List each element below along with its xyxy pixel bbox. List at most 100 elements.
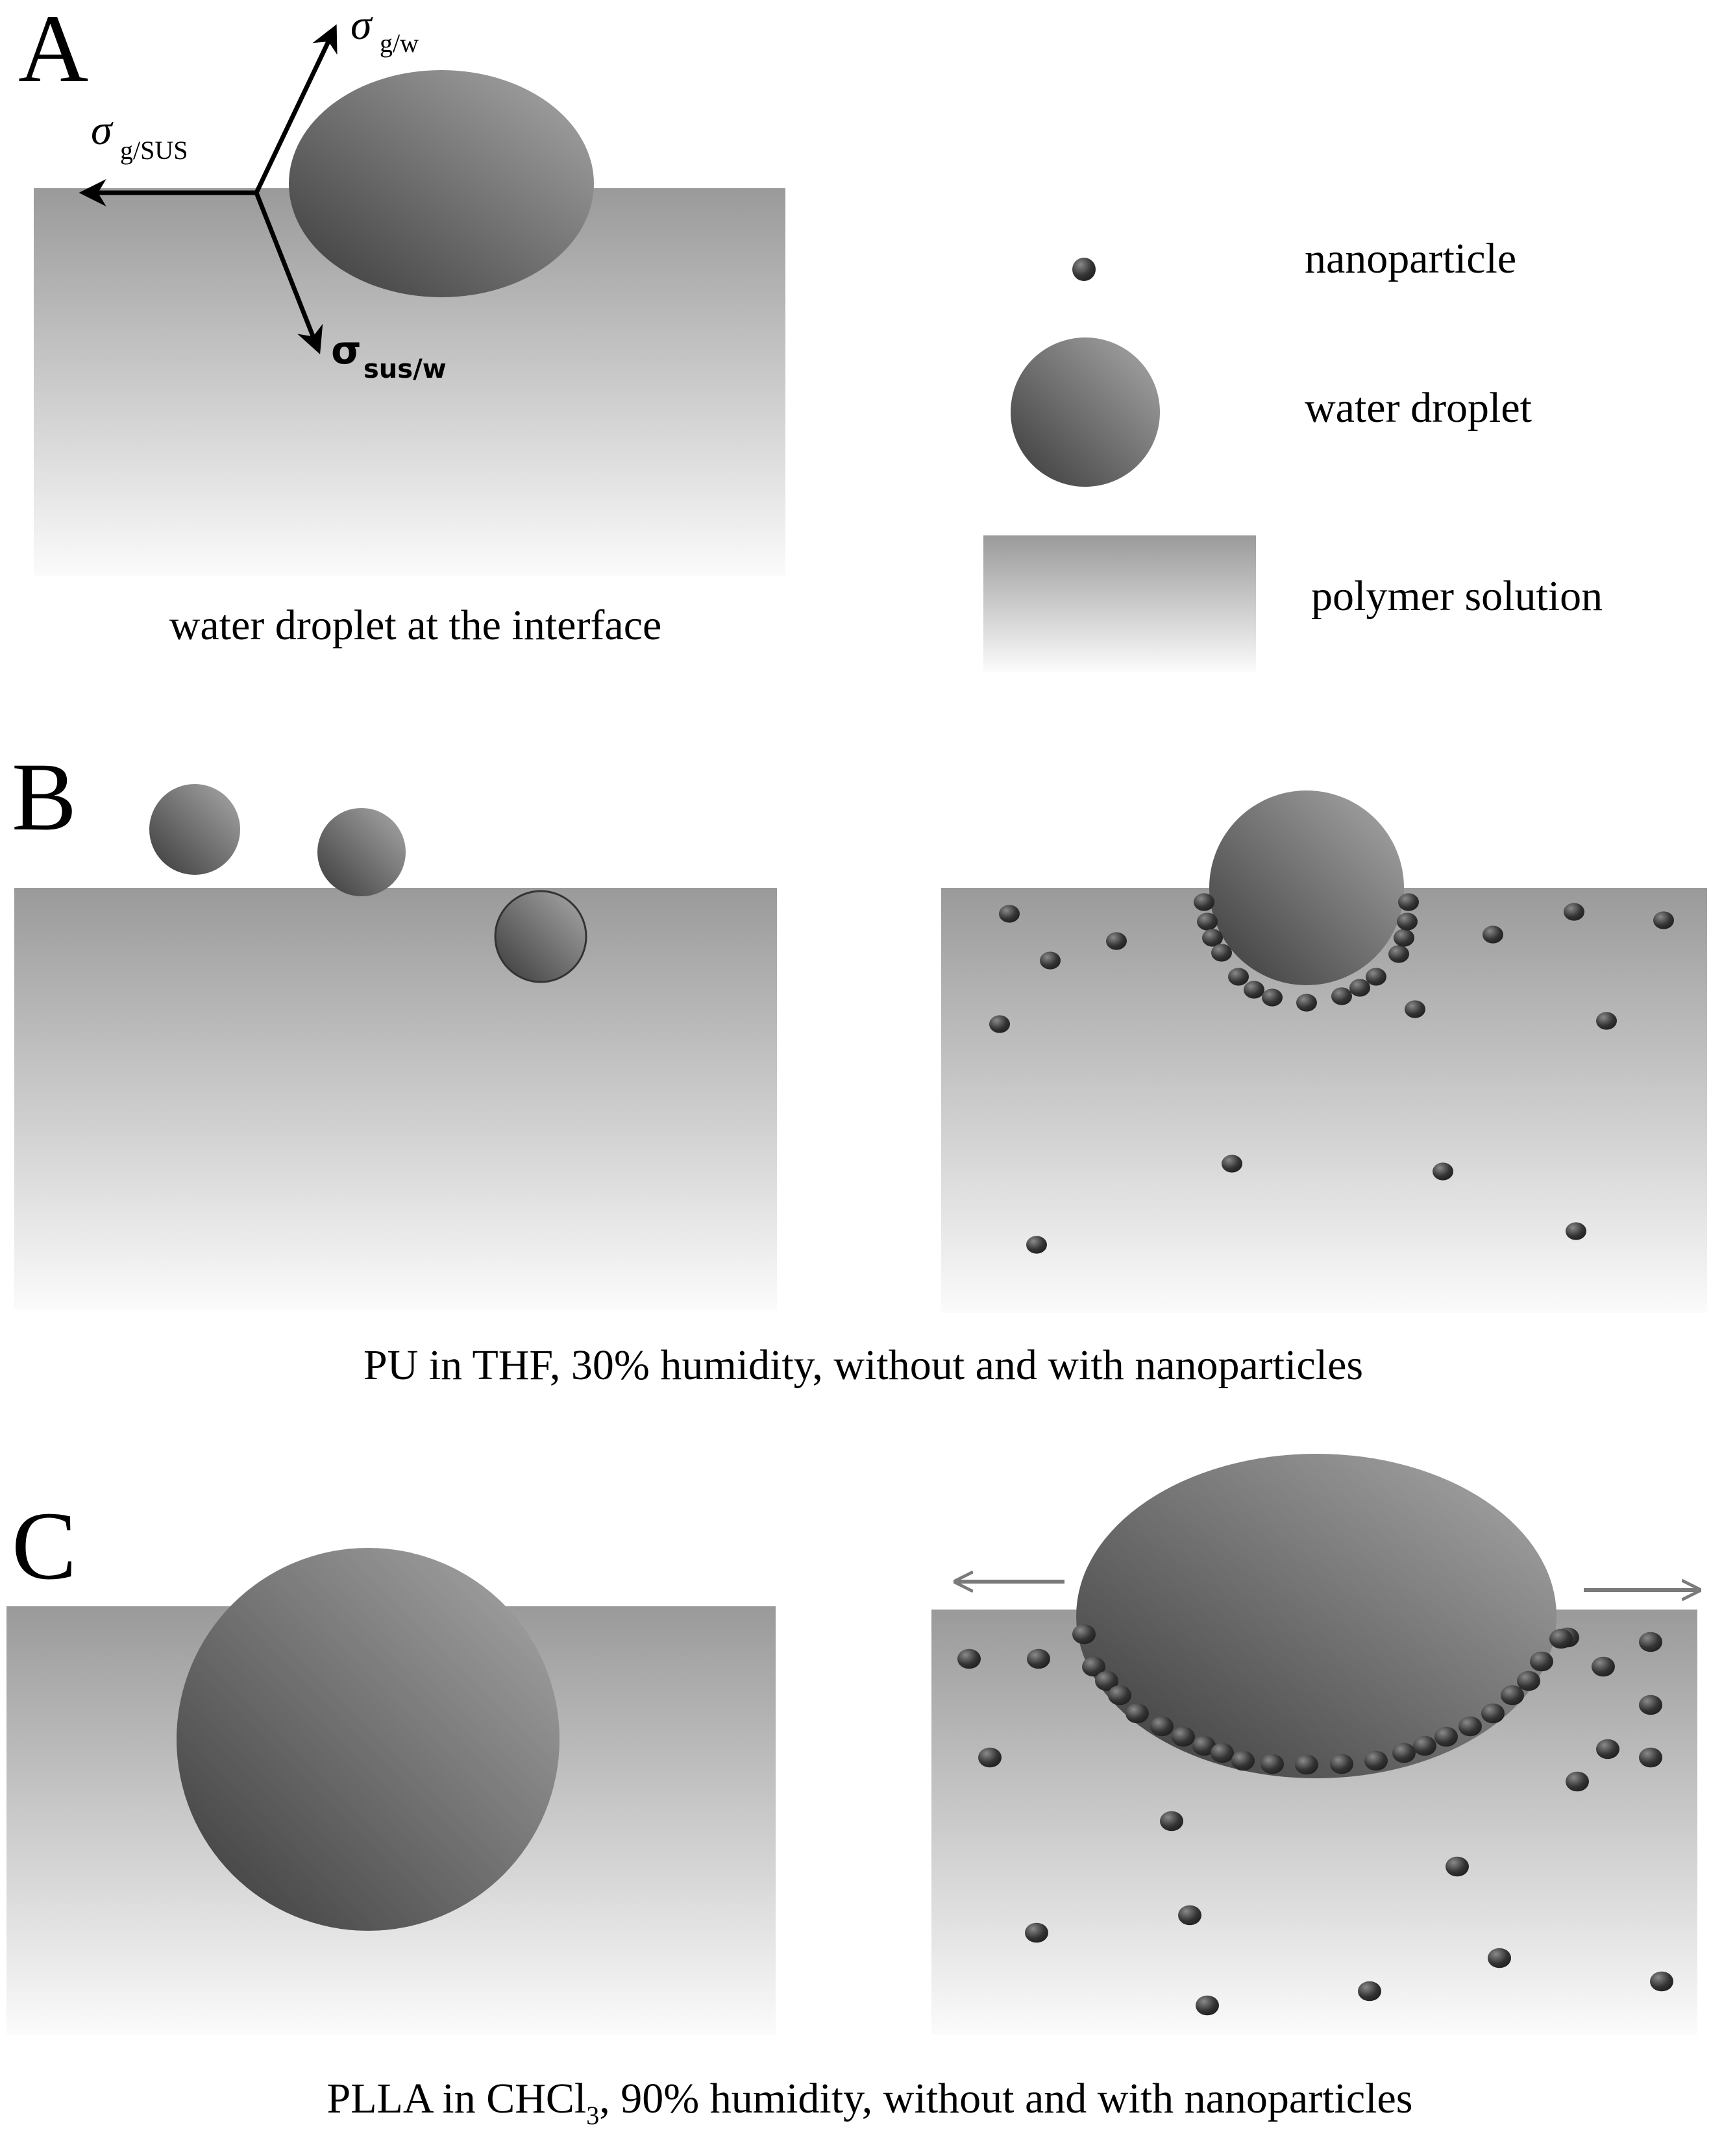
legend-nanoparticle-icon: [1072, 258, 1096, 281]
legend-polymer-solution-icon: [983, 535, 1256, 672]
tension-gw-arrow: [254, 24, 338, 194]
nanoparticle: [1160, 1811, 1183, 1831]
nanoparticle: [1488, 1948, 1511, 1968]
nanoparticle: [1331, 987, 1352, 1005]
tension-susw-arrow: [254, 191, 323, 354]
nanoparticle: [1501, 1685, 1524, 1706]
nanoparticle: [1126, 1703, 1149, 1724]
panel-c-right-water-droplet: [1076, 1454, 1557, 1778]
nanoparticle: [1433, 1162, 1453, 1181]
tension-gsus-subscript: g/SUS: [120, 136, 188, 165]
panel-b-letter: B: [12, 743, 77, 851]
tension-susw-subscript: sus/w: [363, 354, 447, 384]
nanoparticle: [1566, 1771, 1589, 1792]
panel-c-nanoparticles: [957, 1624, 1673, 2016]
nanoparticle: [1650, 1971, 1673, 1992]
nanoparticle: [1228, 968, 1249, 986]
nanoparticle: [1653, 911, 1674, 929]
nanoparticle: [1178, 1905, 1201, 1926]
nanoparticle: [1394, 929, 1414, 947]
panel-a-letter: A: [18, 0, 88, 103]
panel-b-droplet-2: [317, 808, 406, 896]
tension-gw-subscript: g/w: [380, 29, 419, 58]
panel-b-left-polymer-solution: [14, 888, 777, 1310]
tension-gw-symbol: σ: [351, 1, 373, 49]
nanoparticle: [1082, 1656, 1105, 1677]
panel-b-right-water-droplet: [1209, 790, 1404, 985]
nanoparticle: [1405, 1000, 1425, 1018]
nanoparticle: [1564, 903, 1584, 921]
nanoparticle: [1413, 1735, 1436, 1756]
nanoparticle: [1197, 913, 1218, 931]
nanoparticle: [1639, 1747, 1662, 1768]
nanoparticle: [1358, 1981, 1381, 2002]
nanoparticle: [1639, 1632, 1662, 1652]
panel-b: B PU in THF, 30% humidity, without and w…: [12, 743, 1707, 1389]
nanoparticle: [1196, 1995, 1219, 2016]
nanoparticle: [1150, 1716, 1174, 1737]
nanoparticle: [1481, 1703, 1505, 1724]
tension-susw-symbol: σ: [331, 328, 362, 373]
nanoparticle: [1483, 925, 1503, 944]
nanoparticle: [1446, 1856, 1469, 1877]
panel-a-caption: water droplet at the interface: [169, 602, 662, 649]
legend-water-droplet-label: water droplet: [1305, 384, 1532, 432]
panel-c-caption-sub: 3: [586, 2101, 599, 2130]
nanoparticle: [1397, 913, 1418, 931]
nanoparticle: [957, 1648, 981, 1669]
panel-b-droplet-submerged: [494, 890, 587, 983]
legend: nanoparticle water droplet polymer solut…: [983, 235, 1603, 672]
nanoparticle: [1194, 893, 1214, 911]
tension-gsus-symbol: σ: [91, 106, 114, 154]
nanoparticle: [1330, 1754, 1353, 1774]
nanoparticle: [1192, 1735, 1216, 1756]
nanoparticle: [1296, 994, 1317, 1012]
nanoparticle: [1596, 1012, 1617, 1030]
nanoparticle: [1364, 1750, 1388, 1771]
nanoparticle: [1592, 1656, 1615, 1677]
nanoparticle: [1398, 893, 1419, 911]
panel-c-letter: C: [12, 1492, 77, 1600]
panel-c-left-water-droplet: [177, 1548, 560, 1931]
nanoparticle: [1202, 929, 1223, 947]
nanoparticle: [1517, 1671, 1540, 1691]
nanoparticle: [1366, 968, 1386, 986]
nanoparticle: [1108, 1685, 1131, 1706]
panel-c-caption-main: PLLA in CHCl: [327, 2075, 587, 2122]
legend-nanoparticle-label: nanoparticle: [1305, 235, 1516, 282]
nanoparticle: [1095, 1671, 1118, 1691]
nanoparticle: [1261, 1754, 1284, 1774]
nanoparticle: [1388, 945, 1409, 963]
nanoparticle: [1211, 944, 1232, 962]
panel-c-caption-rest: , 90% humidity, without and with nanopar…: [599, 2075, 1412, 2122]
nanoparticle: [1222, 1155, 1242, 1173]
nanoparticle: [1549, 1628, 1573, 1649]
nanoparticle: [1244, 981, 1264, 999]
nanoparticle: [1106, 932, 1127, 950]
panel-b-nanoparticles: [989, 893, 1674, 1254]
nanoparticle: [978, 1747, 1002, 1768]
nanoparticle: [1027, 1648, 1050, 1669]
nanoparticle: [1026, 1236, 1047, 1254]
nanoparticle: [1295, 1754, 1318, 1775]
nanoparticle: [1262, 988, 1283, 1007]
legend-polymer-solution-label: polymer solution: [1311, 572, 1603, 620]
nanoparticle: [1596, 1739, 1619, 1759]
panel-a-water-droplet: [289, 70, 594, 297]
nanoparticle: [1458, 1716, 1482, 1737]
panel-b-caption: PU in THF, 30% humidity, without and wit…: [363, 1341, 1363, 1389]
legend-water-droplet-icon: [1011, 337, 1160, 487]
panel-a: A σ g/w σ g/SUS σ sus/w water droplet at…: [18, 0, 785, 649]
nanoparticle: [989, 1015, 1010, 1033]
panel-c-caption: PLLA in CHCl3, 90% humidity, without and…: [327, 2075, 1413, 2130]
nanoparticle: [1231, 1750, 1255, 1771]
nanoparticle: [1040, 951, 1061, 970]
nanoparticle: [1530, 1651, 1553, 1672]
panel-c: C PLLA in CHCl3, 90% humidity, without a…: [6, 1454, 1697, 2130]
nanoparticle: [1566, 1222, 1586, 1240]
nanoparticle: [1211, 1743, 1234, 1763]
nanoparticle: [1392, 1743, 1416, 1763]
nanoparticle: [1172, 1726, 1195, 1747]
nanoparticle: [1025, 1922, 1048, 1943]
